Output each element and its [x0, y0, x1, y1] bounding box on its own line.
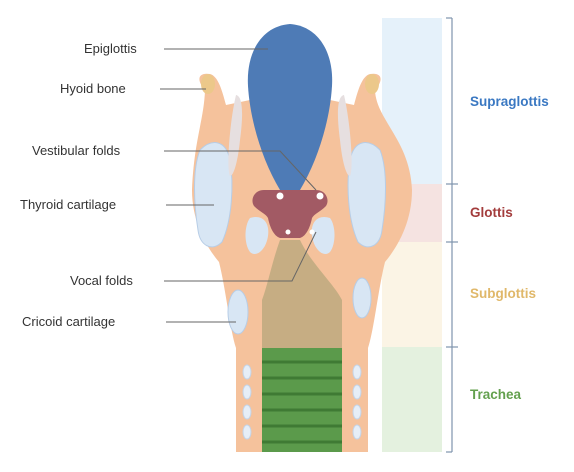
region-label-glottis: Glottis — [470, 205, 513, 221]
subglottis-band — [382, 242, 442, 347]
hyoid-right — [365, 74, 379, 94]
vestibular-fold-right — [317, 193, 324, 200]
label-vocal-folds: Vocal folds — [70, 273, 133, 289]
label-hyoid-bone: Hyoid bone — [60, 81, 126, 97]
trachea-band — [382, 347, 442, 452]
cricoid-cartilage-right — [353, 278, 371, 318]
hyoid-left — [201, 74, 215, 94]
thyroid-cartilage-left — [195, 143, 232, 247]
label-epiglottis: Epiglottis — [84, 41, 137, 57]
label-cricoid-cartilage: Cricoid cartilage — [22, 314, 115, 330]
cricoid-cartilage-left — [228, 290, 248, 334]
label-vestibular-folds: Vestibular folds — [32, 143, 120, 159]
label-thyroid-cartilage: Thyroid cartilage — [20, 197, 116, 213]
vocal-fold-left — [286, 230, 291, 235]
trachea-tube — [262, 348, 342, 452]
region-label-trachea: Trachea — [470, 387, 521, 403]
vocal-fold-right — [310, 230, 315, 235]
thyroid-cartilage-right — [348, 143, 385, 247]
region-label-subglottis: Subglottis — [470, 286, 536, 302]
region-label-supraglottis: Supraglottis — [470, 94, 549, 110]
region-brackets — [446, 18, 458, 452]
vestibular-fold-left — [277, 193, 284, 200]
